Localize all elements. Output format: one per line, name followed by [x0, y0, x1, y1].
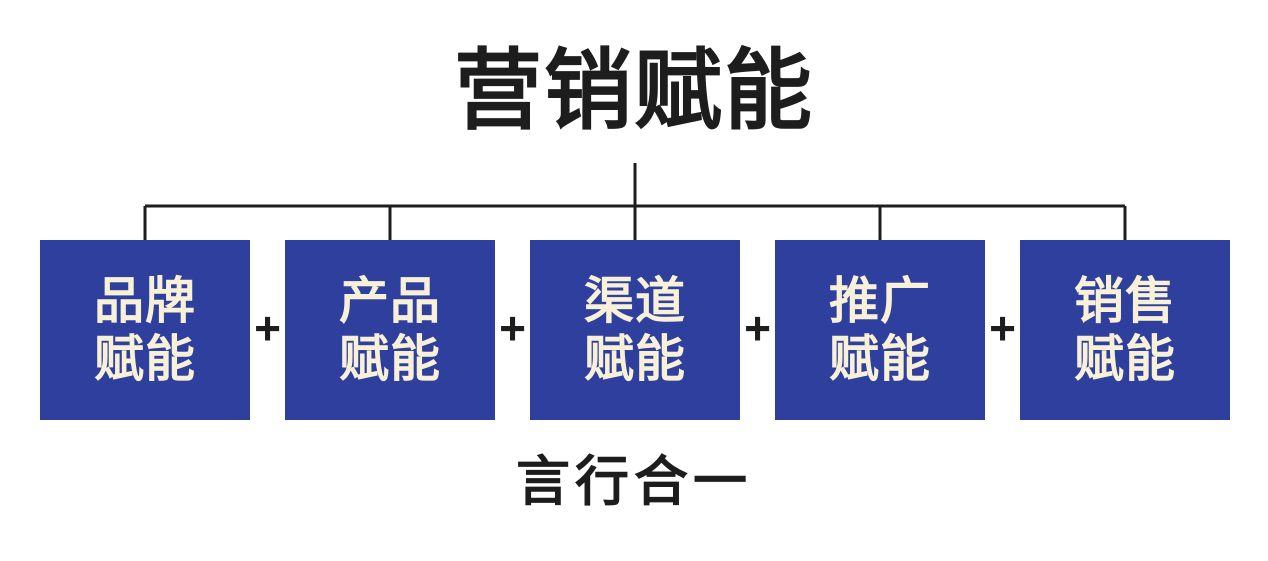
box-channel-label-line1: 渠道: [584, 272, 686, 329]
diagram-title: 营销赋能: [453, 41, 814, 140]
box-product-label-line1: 产品: [339, 272, 441, 329]
plus-sign-2: +: [499, 302, 526, 354]
connector-group: [143, 163, 1127, 242]
box-channel: 渠道 赋能: [530, 240, 740, 420]
box-product: 产品 赋能: [285, 240, 495, 420]
box-brand-label-line1: 品牌: [94, 272, 196, 329]
caption: 言行合一: [516, 452, 752, 512]
boxes-row: 品牌 赋能 + 产品 赋能 + 渠道 赋能 + 推广 赋能 + 销售 赋能: [40, 240, 1230, 420]
box-promotion-label-line2: 赋能: [829, 331, 931, 387]
box-promotion-label-line1: 推广: [829, 272, 931, 329]
box-sales-label-line1: 销售: [1074, 272, 1176, 329]
plus-sign-3: +: [744, 302, 771, 354]
box-brand: 品牌 赋能: [40, 240, 250, 420]
box-product-label-line2: 赋能: [339, 331, 441, 387]
box-promotion: 推广 赋能: [775, 240, 985, 420]
box-sales-label-line2: 赋能: [1074, 331, 1176, 387]
box-brand-label-line2: 赋能: [94, 331, 196, 387]
plus-sign-4: +: [989, 302, 1016, 354]
box-sales: 销售 赋能: [1020, 240, 1230, 420]
box-channel-label-line2: 赋能: [584, 331, 686, 387]
plus-sign-1: +: [254, 302, 281, 354]
